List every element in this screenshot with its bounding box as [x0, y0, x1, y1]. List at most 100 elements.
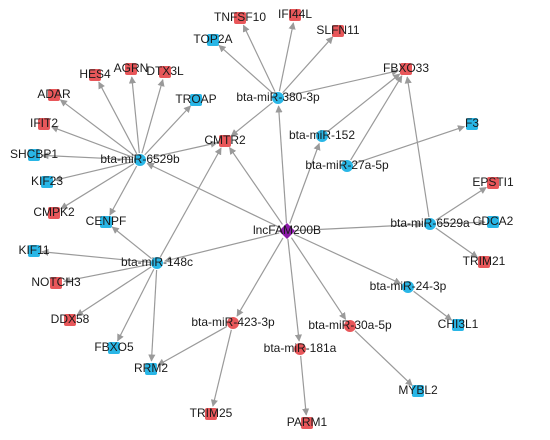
node-m181a[interactable]: bta-miR-181a — [264, 341, 337, 355]
edge-lnc-m6529a — [294, 221, 423, 232]
node-adar[interactable]: ADAR — [37, 87, 71, 101]
node-shcbp1[interactable]: SHCBP1 — [10, 147, 58, 161]
node-ddx58[interactable]: DDX58 — [51, 312, 90, 326]
edge-m6529b-KIF23 — [54, 161, 134, 183]
mrna-square — [207, 34, 219, 46]
edge-lnc-m423 — [236, 237, 284, 317]
node-m6529b[interactable]: bta-miR-6529b — [100, 152, 180, 166]
node-label: CMTR2 — [204, 133, 246, 147]
mrna-square — [145, 363, 157, 375]
edge-m380-SLFN11 — [282, 36, 334, 94]
node-m148c[interactable]: bta-miR-148c — [121, 255, 193, 269]
node-m24[interactable]: bta-miR-24-3p — [370, 279, 447, 293]
mirna-circle — [424, 218, 436, 230]
node-rrm2[interactable]: RRM2 — [134, 361, 168, 375]
node-ifit2[interactable]: IFIT2 — [30, 116, 58, 130]
node-agrn[interactable]: AGRN — [114, 61, 149, 75]
node-m380[interactable]: bta-miR-380-3p — [236, 90, 320, 104]
node-fbxo33[interactable]: FBXO33 — [383, 61, 429, 75]
node-dtx3l[interactable]: DTX3L — [146, 64, 184, 78]
node-label: bta-miR-152 — [289, 128, 355, 142]
edge-m380-IFI44L — [278, 22, 296, 92]
node-label: TRIM21 — [463, 254, 506, 268]
edge-m6529a-EPSTI1 — [435, 186, 487, 221]
node-m423[interactable]: bta-miR-423-3p — [191, 315, 275, 329]
edge-m423-TRIM25 — [210, 329, 232, 407]
edge-lnc-m30a — [290, 237, 347, 320]
mrna-square — [38, 118, 50, 130]
edge-m148c-NOTCH3 — [63, 263, 151, 284]
edge-m423-RRM2 — [157, 325, 228, 366]
node-cenpf[interactable]: CENPF — [86, 214, 127, 228]
node-cmpk2[interactable]: CMPK2 — [33, 205, 75, 219]
node-tnfsf10[interactable]: TNFSF10 — [214, 10, 266, 24]
node-m152[interactable]: bta-miR-152 — [289, 128, 355, 142]
node-kif11[interactable]: KIF11 — [18, 243, 49, 257]
mirna-circle — [402, 281, 414, 293]
node-f3[interactable]: F3 — [465, 116, 479, 130]
node-label: PARM1 — [287, 415, 328, 429]
node-chi3l1[interactable]: CHI3L1 — [438, 317, 479, 331]
mrna-square — [41, 176, 53, 188]
node-label: F3 — [465, 116, 479, 130]
nodes-layer: lncFAM200B bta-miR-380-3p bta-miR-6529b bta… — [10, 7, 514, 429]
node-epsti1[interactable]: EPSTI1 — [472, 175, 514, 189]
edge-m148c-DDX58 — [76, 266, 152, 317]
mrna-square — [289, 9, 301, 21]
node-label: TNFSF10 — [214, 10, 266, 24]
node-parm1[interactable]: PARM1 — [287, 415, 328, 429]
node-label: lncFAM200B — [253, 223, 321, 237]
mrna-square — [487, 177, 499, 189]
node-label: CDCA2 — [473, 214, 514, 228]
edge-m148c-CENPF — [111, 226, 152, 260]
edge-m380-TOP2A — [218, 44, 274, 94]
edges-layer — [41, 22, 487, 416]
edge-m6529a-FBXO33 — [404, 76, 430, 218]
node-trim21[interactable]: TRIM21 — [463, 254, 506, 268]
edge-m380-TNFSF10 — [242, 24, 276, 92]
node-cdca2[interactable]: CDCA2 — [473, 214, 514, 228]
node-ifi44l[interactable]: IFI44L — [278, 7, 312, 21]
node-trim25[interactable]: TRIM25 — [190, 406, 233, 420]
node-notch3[interactable]: NOTCH3 — [31, 275, 81, 289]
node-cmtr2[interactable]: CMTR2 — [204, 133, 246, 147]
node-mybl2[interactable]: MYBL2 — [398, 383, 438, 397]
edge-m6529b-HES4 — [98, 81, 138, 155]
mrna-square — [205, 408, 217, 420]
node-fbxo5[interactable]: FBXO5 — [94, 340, 134, 354]
mrna-square — [125, 63, 137, 75]
mirna-circle — [316, 130, 328, 142]
node-label: RRM2 — [134, 361, 168, 375]
node-m30a[interactable]: bta-miR-30a-5p — [308, 318, 392, 332]
node-label: bta-miR-27a-5p — [305, 158, 389, 172]
node-lnc[interactable]: lncFAM200B — [253, 223, 321, 239]
edge-m380-FBXO33 — [284, 68, 399, 98]
node-label: bta-miR-380-3p — [236, 90, 320, 104]
node-label: TOP2A — [193, 32, 232, 46]
edge-m6529b-AGRN — [128, 76, 140, 154]
mirna-circle — [341, 160, 353, 172]
edge-m152-FBXO33 — [327, 73, 401, 133]
node-kif23[interactable]: KIF23 — [31, 174, 63, 188]
node-label: bta-miR-148c — [121, 255, 193, 269]
edge-m380-CMTR2 — [230, 101, 273, 137]
node-label: HES4 — [79, 67, 111, 81]
mirna-circle — [134, 154, 146, 166]
node-m27a[interactable]: bta-miR-27a-5p — [305, 158, 389, 172]
mirna-circle — [272, 92, 284, 104]
mrna-square — [234, 12, 246, 24]
node-slfn11[interactable]: SLFN11 — [316, 23, 359, 37]
node-m6529a[interactable]: bta-miR-6529a — [390, 216, 470, 230]
edge-lnc-m24 — [294, 233, 402, 285]
mirna-circle — [294, 343, 306, 355]
node-top2a[interactable]: TOP2A — [193, 32, 232, 46]
node-label: ADAR — [37, 87, 71, 101]
edge-m181a-PARM1 — [300, 355, 310, 416]
mrna-square — [48, 89, 60, 101]
edge-m6529a-CDCA2 — [436, 218, 486, 227]
node-troap[interactable]: TROAP — [175, 92, 216, 106]
edge-m6529b-CENPF — [109, 165, 138, 216]
mrna-square — [412, 385, 424, 397]
edge-lnc-m6529b — [146, 162, 281, 229]
node-hes4[interactable]: HES4 — [79, 67, 111, 81]
